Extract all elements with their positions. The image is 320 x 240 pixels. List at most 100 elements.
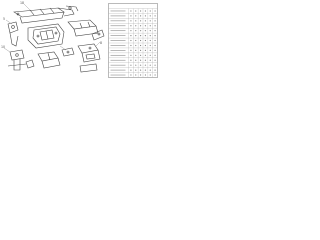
- table-cell-mark: [130, 64, 132, 66]
- parts-reference-table: [108, 3, 158, 78]
- callout-label: 10: [1, 45, 5, 49]
- center-housing: [27, 23, 65, 49]
- lower-right-parts: [77, 43, 101, 73]
- table-cell-mark: [154, 25, 156, 27]
- table-cell-mark: [144, 64, 147, 66]
- table-cell-mark: [139, 49, 142, 51]
- table-cell-mark: [144, 39, 147, 42]
- table-cell-mark: [130, 10, 132, 12]
- table-cell-mark: [144, 44, 147, 47]
- table-cell-mark: [139, 20, 142, 22]
- table-cell-mark: [154, 44, 156, 47]
- table-cell-mark: [149, 74, 151, 76]
- table-cell-mark: [149, 49, 151, 51]
- table-cell-mark: [139, 15, 142, 17]
- table-cell-mark: [149, 20, 151, 22]
- table-cell-mark: [139, 39, 142, 42]
- table-cell-mark: [154, 49, 156, 51]
- table-cell-mark: [144, 74, 147, 76]
- table-cell-mark: [135, 20, 137, 22]
- table-cell-mark: [154, 59, 156, 61]
- table-cell-mark: [149, 44, 151, 47]
- table-cell-mark: [135, 59, 137, 61]
- table-cell-mark: [139, 74, 142, 76]
- table-grid: [108, 8, 158, 78]
- table-cell-mark: [135, 64, 137, 66]
- table-cell-mark: [149, 39, 151, 42]
- table-cell-mark: [130, 69, 132, 71]
- table-cell-mark: [139, 64, 142, 66]
- table-cell-mark: [130, 59, 132, 61]
- table-cell-mark: [144, 69, 147, 71]
- table-cell-mark: [144, 54, 147, 56]
- table-cell-mark: [149, 15, 151, 17]
- table-cell-mark: [130, 49, 132, 51]
- table-cell-mark: [130, 30, 132, 32]
- table-cell-mark: [154, 54, 156, 56]
- table-cell-mark: [135, 10, 137, 12]
- table-cell-mark: [135, 54, 137, 56]
- lower-center-parts: [37, 47, 75, 69]
- table-cell-mark: [130, 44, 132, 47]
- table-cell-mark: [144, 10, 147, 12]
- table-cell-mark: [130, 74, 132, 76]
- table-cell-mark: [154, 20, 156, 22]
- table-cell-mark: [135, 49, 137, 51]
- table-cell-mark: [139, 35, 142, 37]
- table-cell-mark: [130, 25, 132, 27]
- table-cell-mark: [135, 25, 137, 27]
- table-cell-mark: [130, 54, 132, 56]
- table-cell-mark: [144, 15, 147, 17]
- table-cell-mark: [135, 69, 137, 71]
- table-cell-mark: [139, 44, 142, 47]
- callout-label: 18: [20, 1, 24, 5]
- table-cell-mark: [144, 49, 147, 51]
- callout-label: 5: [3, 17, 5, 21]
- table-cell-mark: [154, 64, 156, 66]
- table-cell-mark: [154, 30, 156, 32]
- table-cell-mark: [135, 44, 137, 47]
- table-cell-mark: [130, 39, 132, 42]
- exploded-parts-diagram: 5 18 8 10: [1, 1, 105, 73]
- table-cell-mark: [130, 15, 132, 17]
- table-cell-mark: [149, 35, 151, 37]
- leader-lines: [3, 3, 101, 53]
- table-cell-mark: [139, 69, 142, 71]
- table-cell-mark: [139, 30, 142, 32]
- table-cell-mark: [139, 54, 142, 56]
- table-cell-mark: [149, 10, 151, 12]
- table-cell-mark: [135, 74, 137, 76]
- right-bracket-assembly: [67, 19, 105, 41]
- table-cell-mark: [130, 20, 132, 22]
- table-cell-mark: [135, 30, 137, 32]
- lower-left-parts: [7, 49, 35, 71]
- table-cell-mark: [144, 25, 147, 27]
- table-cell-mark: [149, 25, 151, 27]
- table-cell-mark: [154, 69, 156, 71]
- table-cell-mark: [154, 15, 156, 17]
- table-cell-mark: [149, 54, 151, 56]
- table-cell-mark: [144, 35, 147, 37]
- left-lever-assembly: [7, 21, 19, 47]
- table-cell-mark: [135, 15, 137, 17]
- table-cell-mark: [139, 10, 142, 12]
- table-cell-mark: [130, 35, 132, 37]
- table-cell-mark: [149, 64, 151, 66]
- table-cell-mark: [149, 30, 151, 32]
- table-cell-mark: [144, 59, 147, 61]
- table-cell-mark: [144, 20, 147, 22]
- table-cell-mark: [154, 74, 156, 76]
- table-cell-mark: [154, 35, 156, 37]
- table-cell-mark: [139, 25, 142, 27]
- table-cell-mark: [149, 59, 151, 61]
- table-cell-mark: [154, 39, 156, 42]
- table-cell-mark: [144, 30, 147, 32]
- table-cell-mark: [154, 10, 156, 12]
- callout-label: 8: [100, 41, 102, 45]
- table-cell-mark: [135, 35, 137, 37]
- table-cell-mark: [139, 59, 142, 61]
- table-marks: [110, 10, 156, 76]
- table-cell-mark: [149, 69, 151, 71]
- upper-bar-assembly: [13, 5, 79, 24]
- table-cell-mark: [135, 39, 137, 42]
